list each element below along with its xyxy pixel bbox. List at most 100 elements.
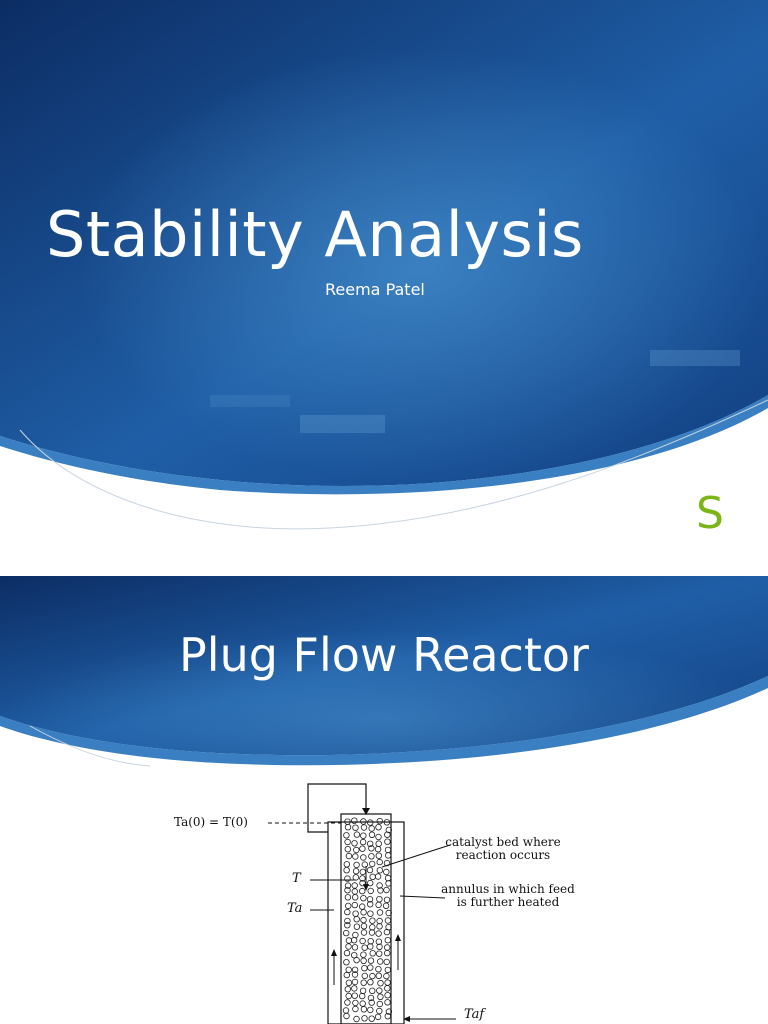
inlet-temperature-label: Ta(0) = T(0) — [174, 815, 248, 829]
catalyst-particle — [360, 894, 367, 902]
catalyst-particle — [367, 964, 374, 971]
slide-gap — [0, 562, 768, 576]
catalyst-particle — [375, 852, 382, 859]
catalyst-particle — [369, 987, 376, 994]
catalyst-particle — [344, 921, 351, 929]
catalyst-particle — [359, 875, 366, 882]
catalyst-particle — [353, 956, 360, 964]
catalyst-particle — [385, 1008, 393, 1015]
catalyst-particle — [375, 938, 383, 945]
annulus-temperature-label: Ta — [287, 901, 303, 916]
catalyst-particle — [351, 817, 358, 824]
catalyst-particle — [351, 992, 358, 999]
catalyst-particle — [343, 861, 350, 868]
catalyst-particle — [383, 868, 390, 876]
catalyst-particle — [353, 1015, 360, 1023]
catalyst-particle — [377, 979, 384, 987]
catalyst-particle — [376, 909, 384, 916]
catalyst-particle — [351, 901, 358, 909]
catalyst-particle — [344, 882, 352, 889]
catalyst-particle — [384, 852, 392, 859]
catalyst-particle — [360, 951, 367, 958]
catalyst-particle — [344, 985, 351, 993]
catalyst-particle — [384, 999, 391, 1006]
plug-flow-slide: Plug Flow Reactor — [0, 576, 768, 1024]
catalyst-particle — [343, 971, 350, 979]
catalyst-particle — [344, 908, 351, 916]
catalyst-particle — [342, 929, 350, 937]
catalyst-particle — [366, 900, 374, 908]
catalyst-particle — [367, 887, 374, 895]
catalyst-particle — [344, 886, 351, 894]
catalyst-particle — [383, 896, 391, 903]
catalyst-particle — [351, 944, 359, 951]
catalyst-particle — [352, 910, 359, 917]
catalyst-particle — [369, 950, 376, 957]
catalyst-particle — [352, 824, 359, 831]
catalyst-particle — [367, 957, 375, 964]
title-slide: Stability Analysis Reema Patel S — [0, 0, 768, 536]
catalyst-particle — [375, 833, 382, 841]
catalyst-particle — [368, 853, 375, 860]
catalyst-particle — [345, 979, 353, 986]
catalyst-particle — [343, 949, 351, 957]
catalyst-particle — [360, 818, 367, 825]
catalyst-particle — [352, 931, 359, 939]
catalyst-particle — [359, 937, 366, 945]
catalyst-particle — [353, 923, 361, 930]
catalyst-particle — [375, 840, 382, 847]
catalyst-particle — [375, 901, 382, 909]
catalyst-particle — [369, 873, 376, 880]
catalyst-particle — [352, 1005, 359, 1013]
catalyst-particle — [353, 915, 360, 923]
catalyst-particle — [366, 840, 374, 847]
catalyst-particle — [376, 1007, 383, 1015]
catalyst-particle — [368, 1015, 375, 1022]
catalyst-label-line1: catalyst bed where — [445, 835, 561, 849]
catalyst-particle — [351, 882, 358, 889]
catalyst-particle — [359, 845, 366, 852]
catalyst-particle — [384, 979, 391, 986]
catalyst-particle — [342, 1007, 350, 1014]
catalyst-particle — [352, 853, 359, 860]
catalyst-particle — [384, 846, 392, 854]
catalyst-bed-label: catalyst bed where reaction occurs — [438, 836, 568, 861]
catalyst-particle — [350, 936, 358, 944]
catalyst-particle — [360, 1006, 368, 1013]
catalyst-particle — [361, 964, 368, 972]
reactor-drawing — [268, 783, 456, 1024]
catalyst-particle — [366, 879, 374, 887]
catalyst-particle — [366, 819, 374, 826]
catalyst-particle — [376, 867, 383, 874]
catalyst-particle — [345, 966, 352, 973]
catalyst-particle — [368, 845, 375, 852]
catalyst-particle — [345, 992, 352, 1000]
catalyst-particle — [369, 917, 376, 924]
slide-title: Stability Analysis — [46, 198, 584, 271]
catalyst-particle — [359, 987, 367, 994]
catalyst-particle — [360, 909, 367, 916]
catalyst-particle — [383, 958, 390, 966]
catalyst-particle — [384, 1012, 391, 1020]
catalyst-particle — [345, 937, 353, 944]
catalyst-particle — [359, 838, 367, 846]
catalyst-particle — [360, 957, 367, 964]
catalyst-particle — [383, 886, 390, 894]
catalyst-particle — [375, 972, 382, 979]
catalyst-particle — [385, 880, 392, 887]
catalyst-particle — [344, 875, 351, 882]
catalyst-particle — [345, 943, 352, 950]
catalyst-particle — [384, 831, 391, 838]
bed-temperature-label: T — [292, 871, 301, 886]
catalyst-particle — [376, 923, 383, 930]
catalyst-particle — [376, 987, 383, 994]
catalyst-particle — [384, 985, 391, 992]
catalyst-particle — [343, 866, 350, 874]
catalyst-particle — [344, 902, 352, 910]
catalyst-particle — [351, 888, 358, 895]
catalyst-particle — [374, 873, 382, 880]
annulus-label: annulus in which feed is further heated — [438, 883, 578, 908]
catalyst-particle — [367, 943, 374, 950]
catalyst-particle — [361, 1015, 368, 1022]
catalyst-particle — [383, 944, 391, 951]
